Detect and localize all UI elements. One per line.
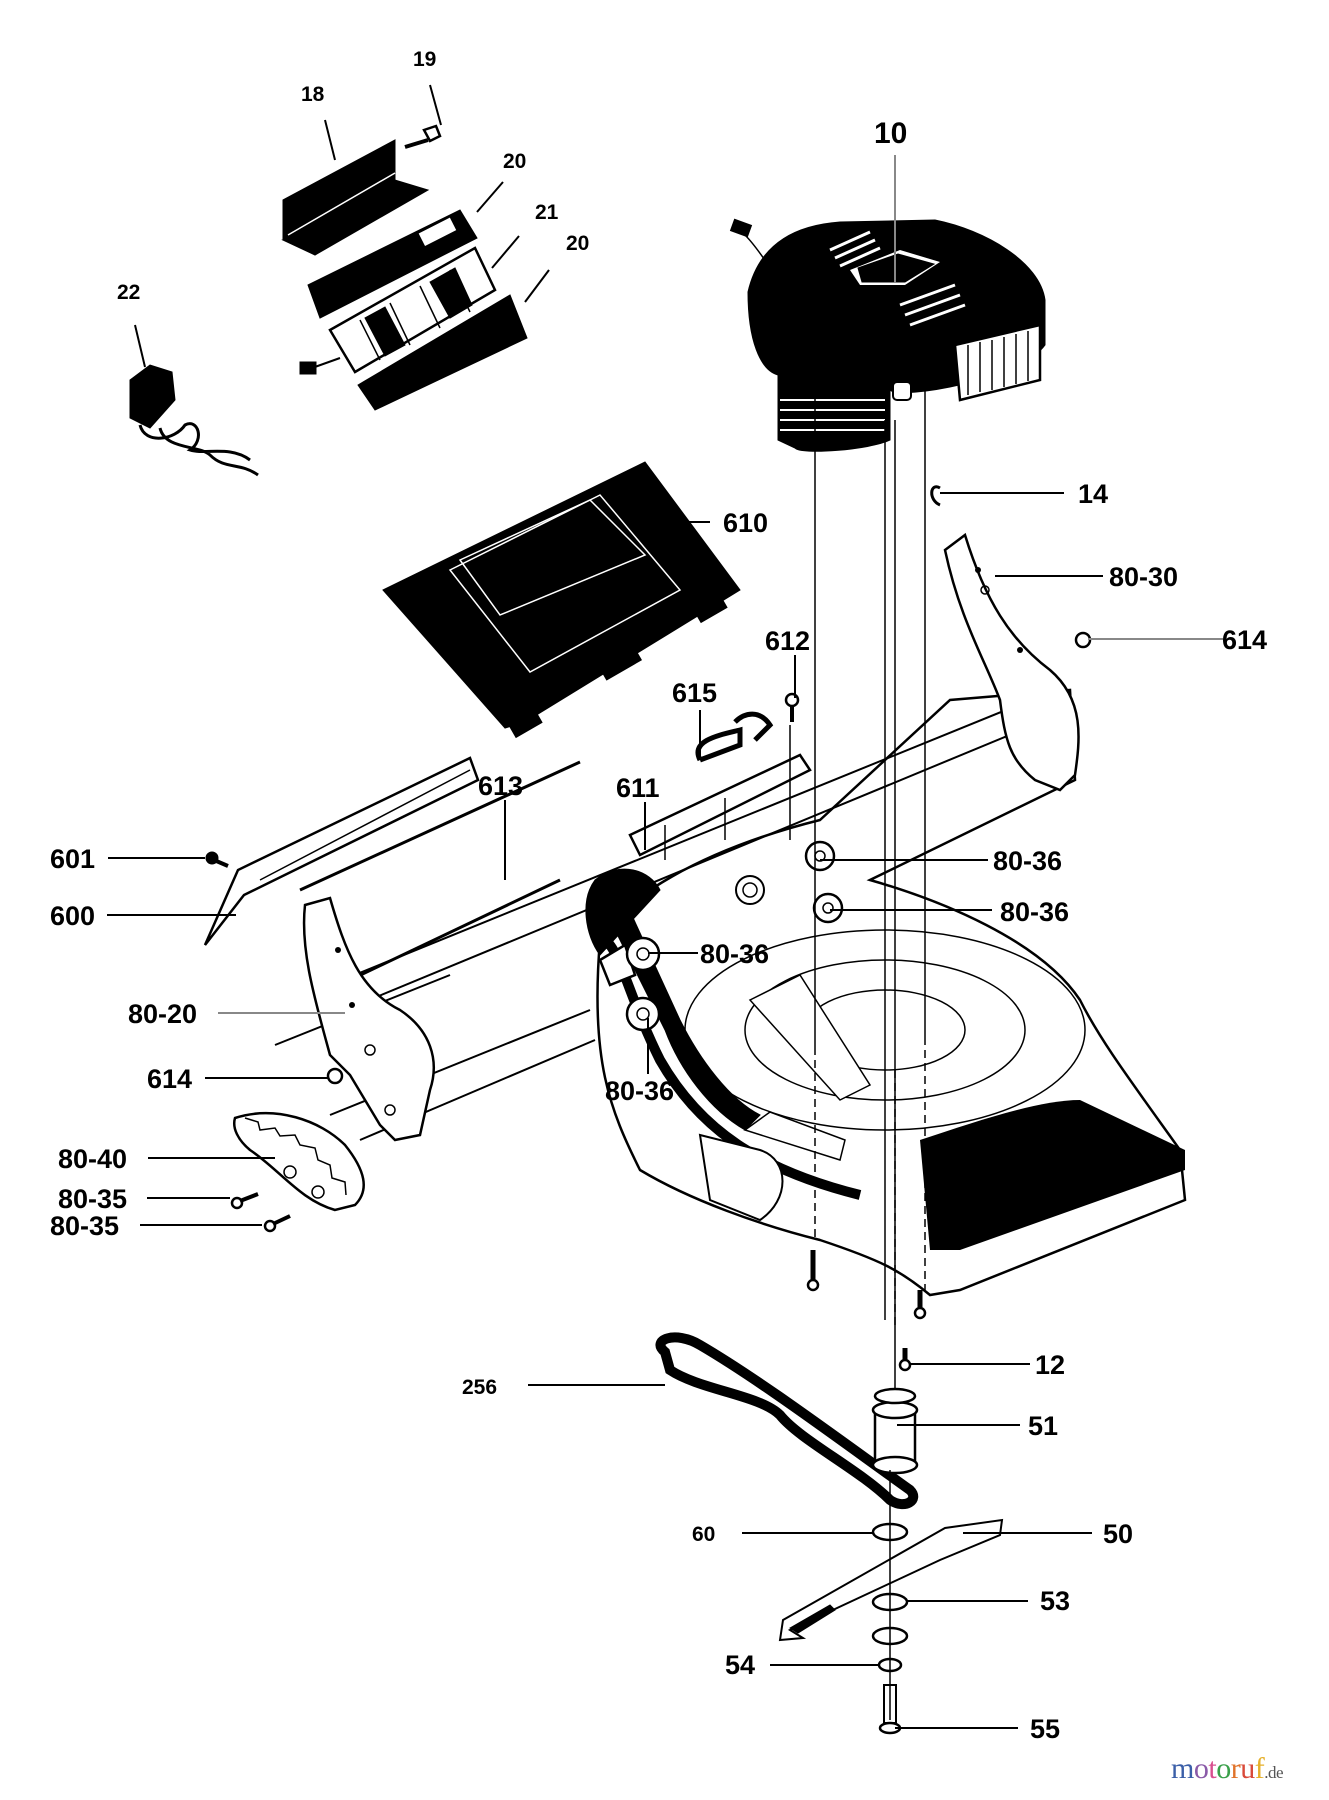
screw-deck-right — [913, 1290, 927, 1320]
label-601: 601 — [50, 844, 95, 874]
label-611: 611 — [616, 773, 660, 803]
watermark-letter: t — [1208, 1752, 1217, 1785]
nut-80-36-d — [625, 996, 661, 1032]
nut-614-left — [326, 1067, 344, 1085]
label-80-36-a: 80-36 — [993, 846, 1062, 876]
label-51: 51 — [1028, 1411, 1058, 1441]
watermark-suffix: .de — [1264, 1763, 1283, 1782]
label-613: 613 — [478, 771, 523, 801]
label-21: 21 — [535, 201, 559, 224]
screw-80-35-b — [263, 1214, 291, 1233]
flap-cover-part — [382, 461, 741, 739]
watermark-letter: o — [1216, 1752, 1231, 1785]
pulley-part — [871, 1387, 919, 1475]
v-belt-part — [655, 1332, 919, 1510]
label-80-36-c: 80-36 — [700, 939, 769, 969]
label-614-left: 614 — [147, 1064, 192, 1094]
label-22: 22 — [117, 281, 140, 304]
watermark-letter: m — [1171, 1752, 1194, 1785]
label-18: 18 — [301, 83, 325, 106]
battery-part — [299, 246, 497, 375]
battery-housing-lower-part — [357, 294, 528, 411]
label-20-lower: 20 — [566, 232, 589, 255]
label-50: 50 — [1103, 1519, 1133, 1549]
left-bracket-part — [302, 896, 435, 1142]
screw-deck-left — [806, 1250, 820, 1292]
watermark-letter: f — [1254, 1752, 1265, 1785]
watermark-letter: u — [1240, 1752, 1255, 1785]
clip-14 — [930, 485, 941, 507]
part-labels: 18 19 20 21 20 22 10 14 610 80-30 614 61… — [50, 48, 1267, 1744]
rear-flap-part — [203, 756, 480, 946]
engine-mount-lines — [789, 390, 926, 1395]
label-256: 256 — [462, 1376, 497, 1399]
blade-part — [778, 1518, 1004, 1642]
label-610: 610 — [723, 508, 768, 538]
label-80-36-d: 80-36 — [605, 1076, 674, 1106]
label-600: 600 — [50, 901, 95, 931]
battery-cover-part — [281, 139, 430, 256]
label-60: 60 — [692, 1523, 715, 1546]
engine-part — [729, 218, 1046, 452]
screw-part — [404, 124, 442, 149]
watermark-letter: o — [1193, 1752, 1209, 1785]
label-55: 55 — [1030, 1714, 1060, 1744]
watermark-letter: r — [1230, 1752, 1241, 1785]
screw-12 — [898, 1348, 912, 1372]
label-80-35-a: 80-35 — [58, 1184, 127, 1214]
height-adjuster-plate-part — [233, 1111, 365, 1212]
motoruf-watermark-logo: motoruf.de — [1171, 1752, 1283, 1786]
label-19: 19 — [413, 48, 436, 71]
label-12: 12 — [1035, 1350, 1065, 1380]
label-80-20: 80-20 — [128, 999, 197, 1029]
battery-housing-upper-part — [307, 209, 478, 319]
label-10: 10 — [874, 117, 907, 150]
label-80-30: 80-30 — [1109, 562, 1178, 592]
screw-612 — [784, 692, 800, 722]
label-612: 612 — [765, 626, 810, 656]
label-80-35-b: 80-35 — [50, 1211, 119, 1241]
right-bracket-part — [943, 532, 1080, 792]
label-80-36-b: 80-36 — [1000, 897, 1069, 927]
label-614-right: 614 — [1222, 625, 1267, 655]
spring-part — [695, 711, 774, 763]
label-615: 615 — [672, 678, 717, 708]
hinge-plate-part — [628, 753, 812, 860]
label-80-40: 80-40 — [58, 1144, 127, 1174]
screw-80-35-a — [230, 1192, 259, 1210]
nut-80-36-b — [812, 892, 844, 924]
charger-part — [129, 364, 259, 477]
label-53: 53 — [1040, 1586, 1070, 1616]
screw-601 — [205, 851, 229, 868]
nut-614-right — [1074, 631, 1092, 649]
leader-lines — [107, 84, 1223, 1729]
mower-deck-part — [585, 688, 1187, 1297]
rod-part — [299, 760, 581, 982]
label-14: 14 — [1078, 479, 1108, 509]
label-54: 54 — [725, 1650, 755, 1680]
label-20-upper: 20 — [503, 150, 526, 173]
nut-80-36-a — [804, 840, 836, 872]
